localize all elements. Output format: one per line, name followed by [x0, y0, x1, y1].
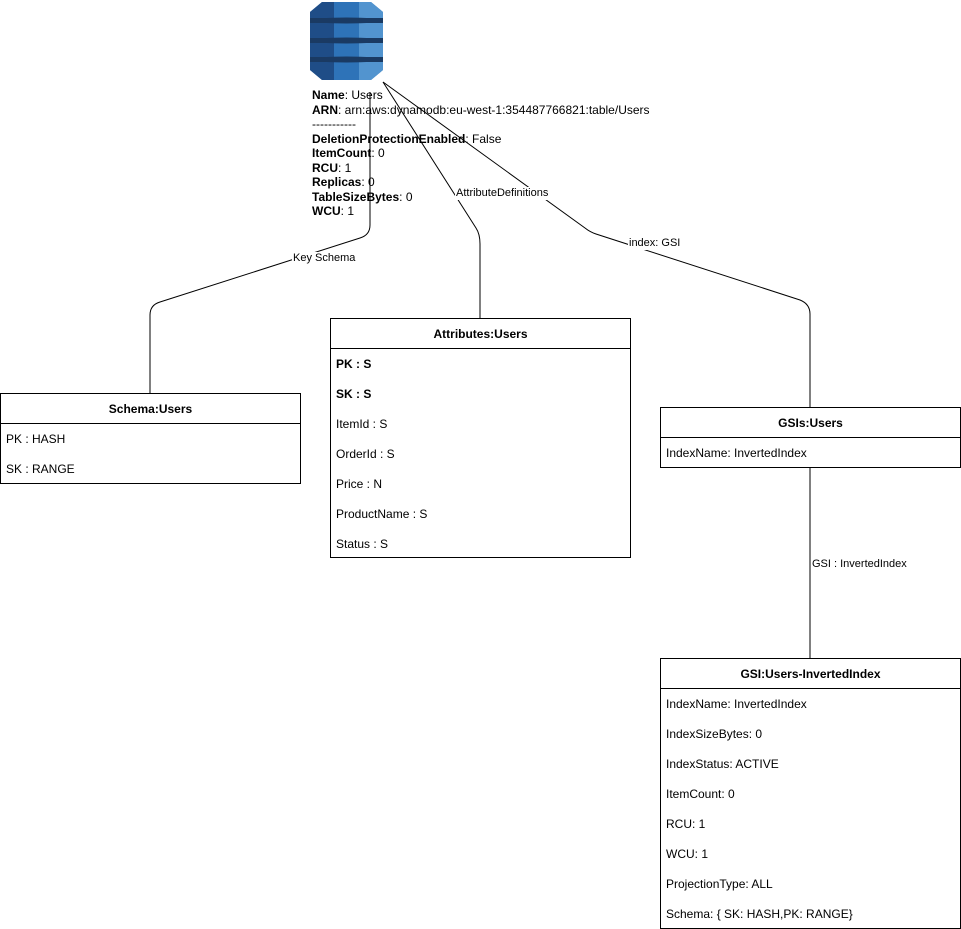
table-property-separator: :	[399, 189, 406, 204]
table-property-key: ItemCount	[312, 146, 372, 160]
attributes-item: PK : S	[336, 357, 372, 371]
table-property-value: 0	[405, 189, 413, 204]
attributes-box-items: PK : S SK : S ItemId : S OrderId : S Price :…	[331, 349, 630, 559]
table-property-value: 1	[344, 160, 352, 175]
gsi-item: ItemCount: 0	[666, 787, 735, 801]
table-property-row: ItemCount: 0	[312, 146, 650, 161]
table-property-value: arn:aws:dynamodb:eu-west-1:354487766821:…	[344, 102, 650, 117]
attributes-item: ItemId : S	[336, 417, 388, 431]
schema-box[interactable]: Schema:Users PK : HASH SK : RANGE	[0, 393, 301, 484]
schema-item: PK : HASH	[6, 432, 66, 446]
gsi-box-title: GSI:Users-InvertedIndex	[661, 659, 960, 689]
table-property-row: DeletionProtectionEnabled: False	[312, 132, 650, 147]
table-property-key: ARN	[312, 102, 338, 117]
gsi-item: IndexName: InvertedIndex	[666, 697, 807, 711]
attributes-box[interactable]: Attributes:Users PK : S SK : S ItemId : S O…	[330, 318, 631, 558]
table-property-separator: :	[344, 88, 352, 102]
table-property-value: Users	[351, 88, 383, 102]
schema-item: SK : RANGE	[6, 462, 75, 476]
table-property-value: -----------	[312, 117, 356, 131]
attributes-item: Status : S	[336, 537, 389, 551]
edge-label-attribute-definitions: AttributeDefinitions	[455, 187, 550, 200]
gsis-item: IndexName: InvertedIndex	[666, 446, 807, 460]
gsi-item: Schema: { SK: HASH,PK: RANGE}	[666, 907, 853, 921]
edge-key-schema	[149, 92, 371, 393]
table-property-key: TableSizeBytes	[312, 189, 400, 204]
attributes-item: Price : N	[336, 477, 383, 491]
table-property-row: WCU: 1	[312, 204, 650, 219]
table-property-separator: :	[338, 160, 345, 175]
gsi-item: WCU: 1	[666, 847, 708, 861]
table-property-value: 0	[378, 146, 385, 160]
attributes-item: SK : S	[336, 387, 372, 401]
gsis-box[interactable]: GSIs:Users IndexName: InvertedIndex	[660, 407, 961, 468]
dynamodb-table-icon[interactable]	[310, 0, 383, 82]
table-property-value: False	[472, 131, 502, 146]
attributes-item: ProductName : S	[336, 507, 428, 521]
attributes-box-title: Attributes:Users	[331, 319, 630, 349]
table-property-row: ARN: arn:aws:dynamodb:eu-west-1:35448776…	[312, 103, 650, 118]
gsi-item: IndexSizeBytes: 0	[666, 727, 763, 741]
table-property-separator: :	[338, 102, 345, 117]
table-property-separator: :	[361, 175, 369, 189]
gsi-item: IndexStatus: ACTIVE	[666, 757, 779, 771]
gsi-item: ProjectionType: ALL	[666, 877, 773, 891]
table-property-key: Replicas	[312, 175, 362, 189]
edge-attribute-definitions	[382, 81, 481, 318]
table-property-key: Name	[312, 88, 345, 102]
table-property-key: RCU	[312, 160, 338, 175]
gsi-box[interactable]: GSI:Users-InvertedIndex IndexName: Inver…	[660, 658, 961, 929]
edge-index-gsi	[382, 81, 811, 407]
table-property-value: 0	[368, 175, 375, 189]
table-property-key: DeletionProtectionEnabled	[312, 131, 466, 146]
table-property-separator: :	[340, 204, 348, 218]
edge-label-index-gsi: index: GSI	[628, 237, 682, 250]
table-property-separator: :	[465, 131, 473, 146]
gsis-box-items: IndexName: InvertedIndex	[661, 438, 960, 468]
table-property-row: Name: Users	[312, 88, 650, 103]
gsis-box-title: GSIs:Users	[661, 408, 960, 438]
table-property-separator: :	[371, 146, 378, 160]
table-property-row: Replicas: 0	[312, 175, 650, 190]
edge-label-key-schema: Key Schema	[292, 252, 357, 265]
table-property-key: WCU	[312, 204, 341, 218]
table-property-row: -----------	[312, 117, 650, 132]
edge-label-gsi-inverted: GSI : InvertedIndex	[811, 558, 908, 571]
schema-box-items: PK : HASH SK : RANGE	[1, 424, 300, 484]
gsi-item: RCU: 1	[666, 817, 706, 831]
schema-box-title: Schema:Users	[1, 394, 300, 424]
attributes-item: OrderId : S	[336, 447, 395, 461]
table-property-value: 1	[347, 204, 355, 218]
table-property-row: TableSizeBytes: 0	[312, 190, 650, 205]
table-property-row: RCU: 1	[312, 161, 650, 176]
